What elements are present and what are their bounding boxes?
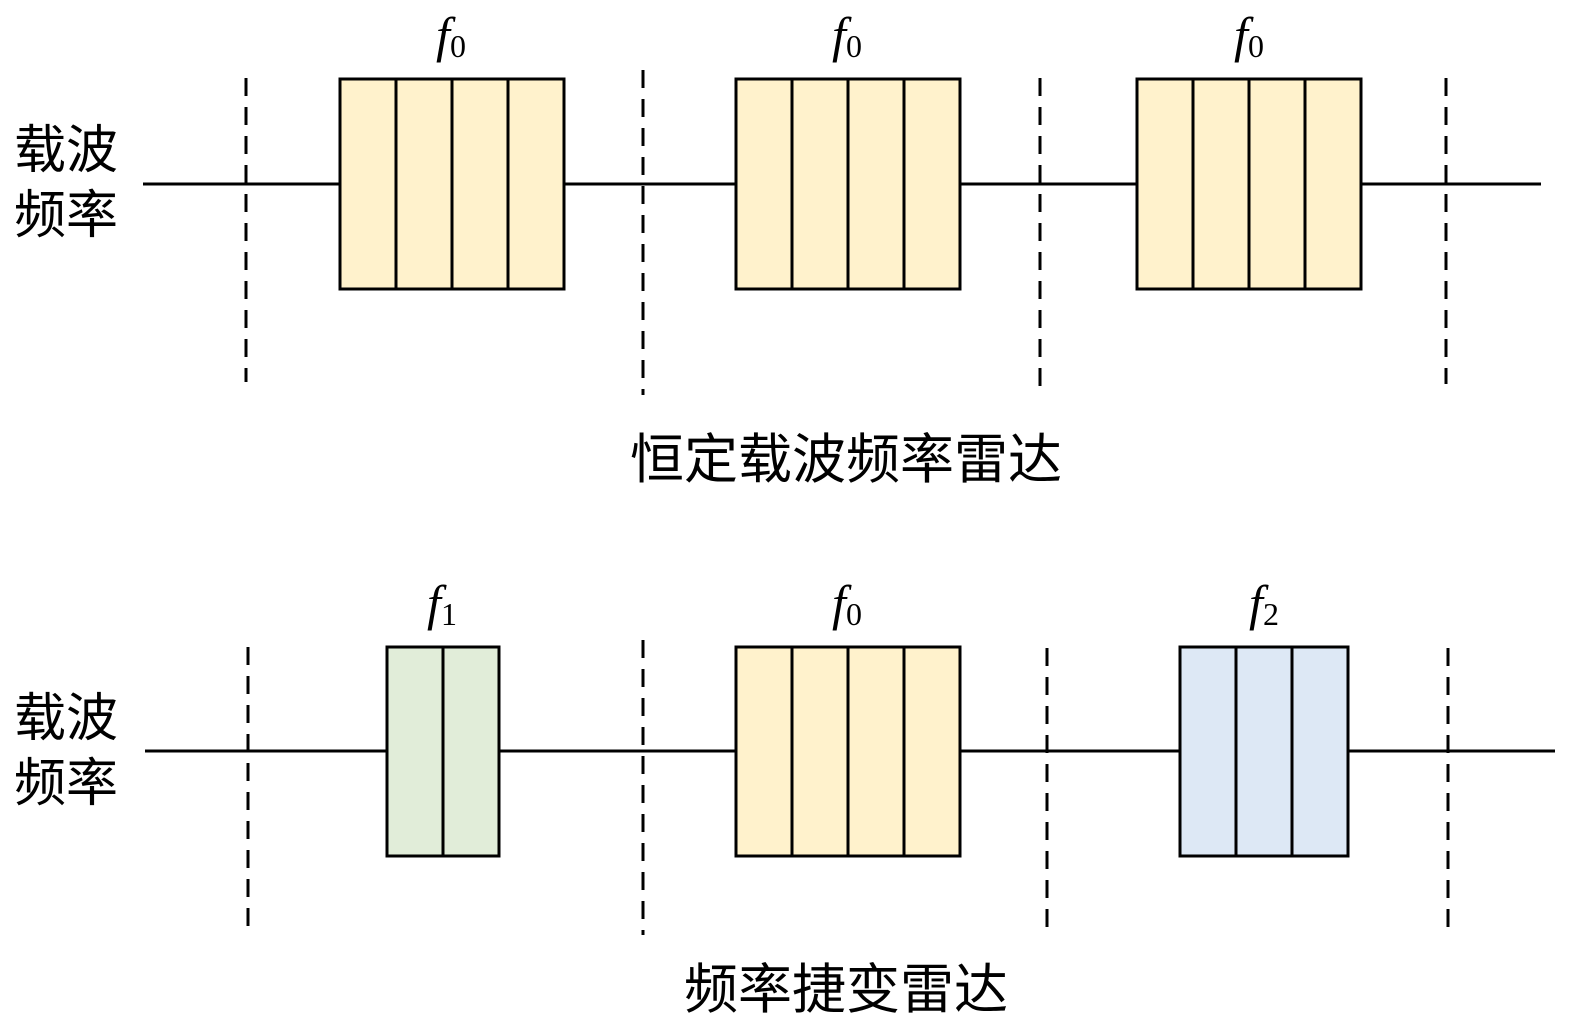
pulse-subpulse-cell (902, 645, 962, 858)
pulse-subpulse-cell (790, 645, 850, 858)
pulse-subpulse-cell (902, 77, 962, 291)
pulse-3 (1135, 77, 1363, 291)
pulse-3 (1178, 645, 1350, 858)
pulse-2 (734, 645, 962, 858)
pulse-subpulse-cell (506, 77, 566, 291)
pulse-2 (734, 77, 962, 291)
pulse-subpulse-cell (734, 645, 794, 858)
pulse-subpulse-cell (450, 77, 510, 291)
panel-frequency-agile: 载波 频率 f1 f0 f2 频率捷变雷达 (14, 575, 1555, 1021)
panel-caption: 恒定载波频率雷达 (630, 428, 1062, 491)
pulse-subpulse-cell (734, 77, 794, 291)
pulse-subpulse-cell (846, 77, 906, 291)
pulse-subpulse-cell (1247, 77, 1307, 291)
y-axis-label-line2: 频率 (14, 186, 118, 246)
pulse-3-frequency-label: f0 (1234, 7, 1264, 64)
pulse-2-frequency-label: f0 (832, 575, 862, 632)
pulse-3-frequency-label: f2 (1249, 575, 1279, 632)
pulse-subpulse-cell (394, 77, 454, 291)
pulse-1 (385, 645, 501, 858)
pulse-subpulse-cell (1191, 77, 1251, 291)
panel-constant-frequency: 载波 频率 f0 f0 f0 恒定载波频率雷达 (14, 7, 1541, 491)
pulse-subpulse-cell (441, 645, 501, 858)
pulse-subpulse-cell (385, 645, 445, 858)
y-axis-label-line1: 载波 (14, 689, 118, 749)
pulse-1-frequency-label: f1 (427, 575, 457, 632)
pulse-subpulse-cell (1303, 77, 1363, 291)
pulse-2-frequency-label: f0 (832, 7, 862, 64)
y-axis-label-line1: 载波 (14, 121, 118, 181)
pulse-subpulse-cell (1234, 645, 1294, 858)
pulse-subpulse-cell (846, 645, 906, 858)
pulse-subpulse-cell (790, 77, 850, 291)
pulse-subpulse-cell (1290, 645, 1350, 858)
pulse-subpulse-cell (338, 77, 398, 291)
pulse-1-frequency-label: f0 (436, 7, 466, 64)
pulse-subpulse-cell (1178, 645, 1238, 858)
y-axis-label-line2: 频率 (14, 754, 118, 814)
panel-caption: 频率捷变雷达 (684, 958, 1008, 1021)
pulse-subpulse-cell (1135, 77, 1195, 291)
pulse-1 (338, 77, 566, 291)
